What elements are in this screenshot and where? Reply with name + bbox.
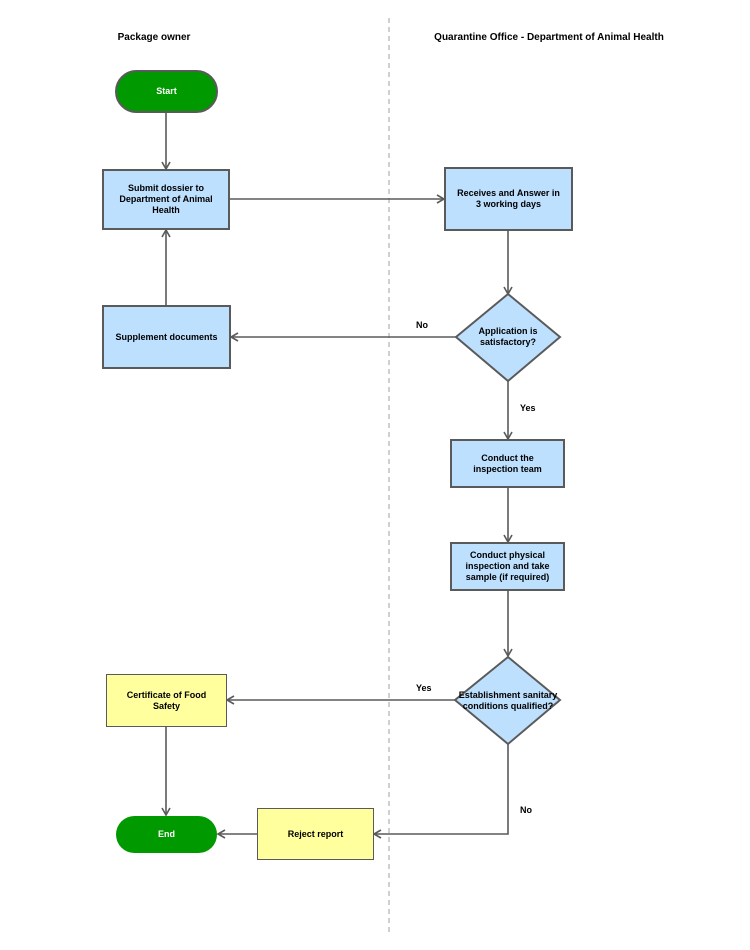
edge-label-no-2: No [520, 805, 532, 815]
physical-inspection-label: Conduct physical inspection and take sam… [465, 550, 550, 582]
edge-decision2-reject [372, 744, 509, 839]
supplement-documents-label: Supplement documents [115, 331, 218, 342]
decision2-text: Establishment sanitary conditions qualif… [458, 690, 558, 711]
supplement-documents-node: Supplement documents [102, 305, 231, 369]
lane-title-package-owner: Package owner [117, 32, 191, 43]
decision2-label: Establishment sanitary conditions qualif… [458, 683, 558, 719]
reject-report-label: Reject report [287, 828, 344, 839]
decision2-diamond [453, 655, 562, 746]
receive-answer-node: Receives and Answer in 3 working days [444, 167, 573, 231]
physical-inspection-node: Conduct physical inspection and take sam… [450, 542, 565, 591]
submit-dossier-label: Submit dossier to Department of Animal H… [119, 183, 213, 215]
decision1-diamond [454, 292, 562, 383]
inspection-team-node: Conduct the inspection team [450, 439, 565, 488]
submit-dossier-node: Submit dossier to Department of Animal H… [102, 169, 230, 230]
receive-answer-label: Receives and Answer in 3 working days [457, 188, 560, 209]
inspection-team-label: Conduct the inspection team [473, 452, 542, 474]
edge-label-yes-2: Yes [416, 683, 432, 693]
reject-report-node: Reject report [257, 808, 374, 860]
edge-label-no-1: No [416, 320, 428, 330]
lane-title-quarantine-office: Quarantine Office - Department of Animal… [434, 32, 664, 43]
decision1-label: Application is satisfactory? [466, 320, 550, 354]
end-label: End [158, 829, 175, 839]
end-node: End [116, 816, 217, 853]
edge-label-yes-1: Yes [520, 403, 536, 413]
decision1-text: Application is satisfactory? [478, 326, 538, 347]
start-node: Start [115, 70, 218, 113]
certificate-node: Certificate of Food Safety [106, 674, 227, 727]
start-label: Start [156, 86, 177, 96]
certificate-label: Certificate of Food Safety [126, 689, 207, 711]
